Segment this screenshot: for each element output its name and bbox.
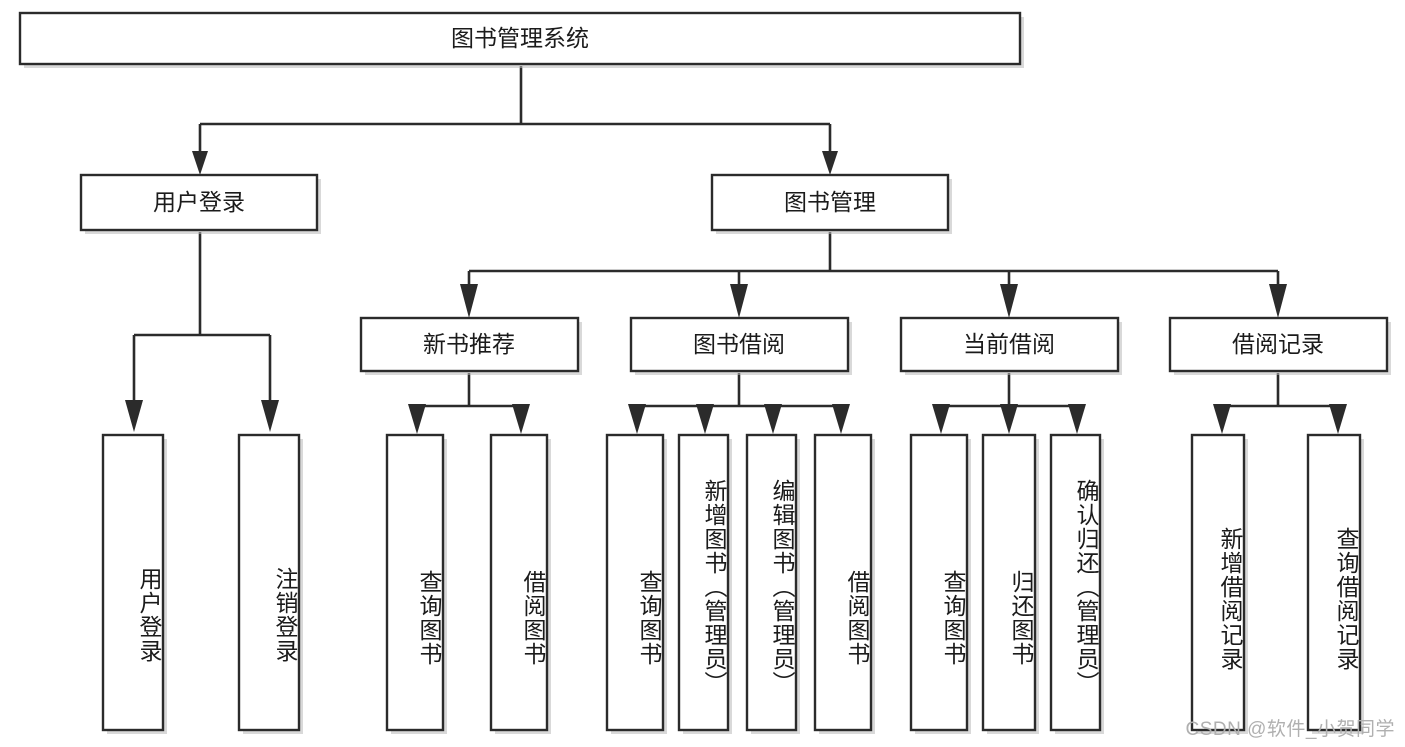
- arrowhead-nbr-leaf-1: [408, 404, 426, 434]
- arrowhead-book-management: [822, 151, 838, 175]
- node-new-book-recommend[interactable]: 新书推荐: [359, 316, 582, 375]
- root-node-rect[interactable]: [18, 11, 1022, 66]
- leaf-return-book-rect[interactable]: [981, 433, 1037, 732]
- leaf-logout[interactable]: 注销登录: [237, 433, 303, 734]
- node-user-login[interactable]: 用户登录: [79, 173, 321, 234]
- node-user-login-label: 用户登录: [153, 189, 245, 215]
- arrowhead-bb-leaf-2: [696, 404, 714, 434]
- leaf-add-borrow-record[interactable]: 新增借阅记录: [1190, 433, 1248, 734]
- leaf-query-book-recommend-label: 查询图书: [416, 569, 442, 666]
- node-book-management-label: 图书管理: [784, 189, 876, 215]
- arrowhead-br-leaf-2: [1329, 404, 1347, 434]
- root-node-label: 图书管理系统: [451, 25, 589, 51]
- leaf-add-book-admin[interactable]: 新增图书（管理员）: [677, 433, 732, 734]
- leaf-logout-label: 注销登录: [272, 567, 298, 663]
- leaf-query-book-current-label: 查询图书: [940, 569, 966, 666]
- leaf-edit-book-admin[interactable]: 编辑图书（管理员）: [745, 433, 800, 734]
- root-node[interactable]: 图书管理系统: [18, 11, 1024, 68]
- node-borrow-record-label: 借阅记录: [1232, 331, 1324, 357]
- node-book-borrow-rect[interactable]: [629, 316, 850, 373]
- leaf-user-login-label: 用户登录: [136, 567, 162, 663]
- leaf-add-borrow-record-rect[interactable]: [1190, 433, 1246, 732]
- leaf-confirm-return-admin[interactable]: 确认归还（管理员）: [1049, 433, 1104, 734]
- node-current-borrow-rect[interactable]: [899, 316, 1120, 373]
- leaf-borrow-book-recommend[interactable]: 借阅图书: [489, 433, 551, 734]
- leaf-query-borrow-record-rect[interactable]: [1306, 433, 1362, 732]
- leaf-query-book-recommend[interactable]: 查询图书: [385, 433, 447, 734]
- leaf-query-borrow-record-label: 查询借阅记录: [1333, 527, 1359, 671]
- arrowhead-cb-leaf-3: [1068, 404, 1086, 434]
- node-current-borrow-label: 当前借阅: [963, 331, 1055, 357]
- arrowhead-borrow-record: [1269, 284, 1287, 318]
- arrowhead-br-leaf-1: [1213, 404, 1231, 434]
- leaf-query-book-current-rect[interactable]: [909, 433, 969, 732]
- leaf-user-login-rect[interactable]: [101, 433, 165, 732]
- leaf-query-book-borrow-label: 查询图书: [636, 569, 662, 666]
- leaf-borrow-book-rect[interactable]: [813, 433, 873, 732]
- node-book-management-rect[interactable]: [710, 173, 950, 232]
- leaf-return-book[interactable]: 归还图书: [981, 433, 1039, 734]
- leaf-confirm-return-admin-label: 确认归还（管理员）: [1073, 478, 1099, 695]
- leaf-borrow-book-recommend-rect[interactable]: [489, 433, 549, 732]
- node-book-borrow[interactable]: 图书借阅: [629, 316, 852, 375]
- node-book-borrow-label: 图书借阅: [693, 331, 785, 357]
- node-user-login-rect[interactable]: [79, 173, 319, 232]
- arrowhead-cb-leaf-2: [1000, 404, 1018, 434]
- leaf-query-book-borrow-rect[interactable]: [605, 433, 665, 732]
- leaf-query-book-recommend-rect[interactable]: [385, 433, 445, 732]
- leaf-borrow-book[interactable]: 借阅图书: [813, 433, 875, 734]
- leaf-edit-book-admin-label: 编辑图书（管理员）: [769, 478, 795, 695]
- arrowhead-bb-leaf-3: [764, 404, 782, 434]
- node-current-borrow[interactable]: 当前借阅: [899, 316, 1122, 375]
- arrowhead-cb-leaf-1: [932, 404, 950, 434]
- arrowhead-bb-leaf-4: [832, 404, 850, 434]
- leaf-user-login[interactable]: 用户登录: [101, 433, 167, 734]
- leaf-borrow-book-label: 借阅图书: [844, 569, 870, 666]
- connector-layer: [125, 66, 1347, 434]
- node-new-book-recommend-rect[interactable]: [359, 316, 580, 373]
- leaf-query-borrow-record[interactable]: 查询借阅记录: [1306, 433, 1364, 734]
- leaf-logout-rect[interactable]: [237, 433, 301, 732]
- node-borrow-record-rect[interactable]: [1168, 316, 1389, 373]
- leaf-add-book-admin-rect[interactable]: [677, 433, 730, 732]
- leaf-add-book-admin-label: 新增图书（管理员）: [701, 478, 727, 695]
- arrowhead-leaf-logout: [261, 400, 279, 432]
- leaf-query-book-borrow[interactable]: 查询图书: [605, 433, 667, 734]
- leaf-add-borrow-record-label: 新增借阅记录: [1217, 527, 1243, 671]
- leaf-return-book-label: 归还图书: [1008, 569, 1034, 666]
- node-new-book-recommend-label: 新书推荐: [423, 331, 515, 357]
- node-book-management[interactable]: 图书管理: [710, 173, 952, 234]
- arrowhead-user-login: [192, 151, 208, 175]
- arrowhead-bb-leaf-1: [628, 404, 646, 434]
- leaf-edit-book-admin-rect[interactable]: [745, 433, 798, 732]
- arrowhead-nbr-leaf-2: [512, 404, 530, 434]
- arrowhead-current-borrow: [1000, 284, 1018, 318]
- node-borrow-record[interactable]: 借阅记录: [1168, 316, 1391, 375]
- arrowhead-book-borrow: [730, 284, 748, 318]
- arrowhead-leaf-user-login: [125, 400, 143, 432]
- leaf-borrow-book-recommend-label: 借阅图书: [520, 569, 546, 666]
- arrowhead-new-book-recommend: [460, 284, 478, 318]
- leaf-query-book-current[interactable]: 查询图书: [909, 433, 971, 734]
- leaf-confirm-return-admin-rect[interactable]: [1049, 433, 1102, 732]
